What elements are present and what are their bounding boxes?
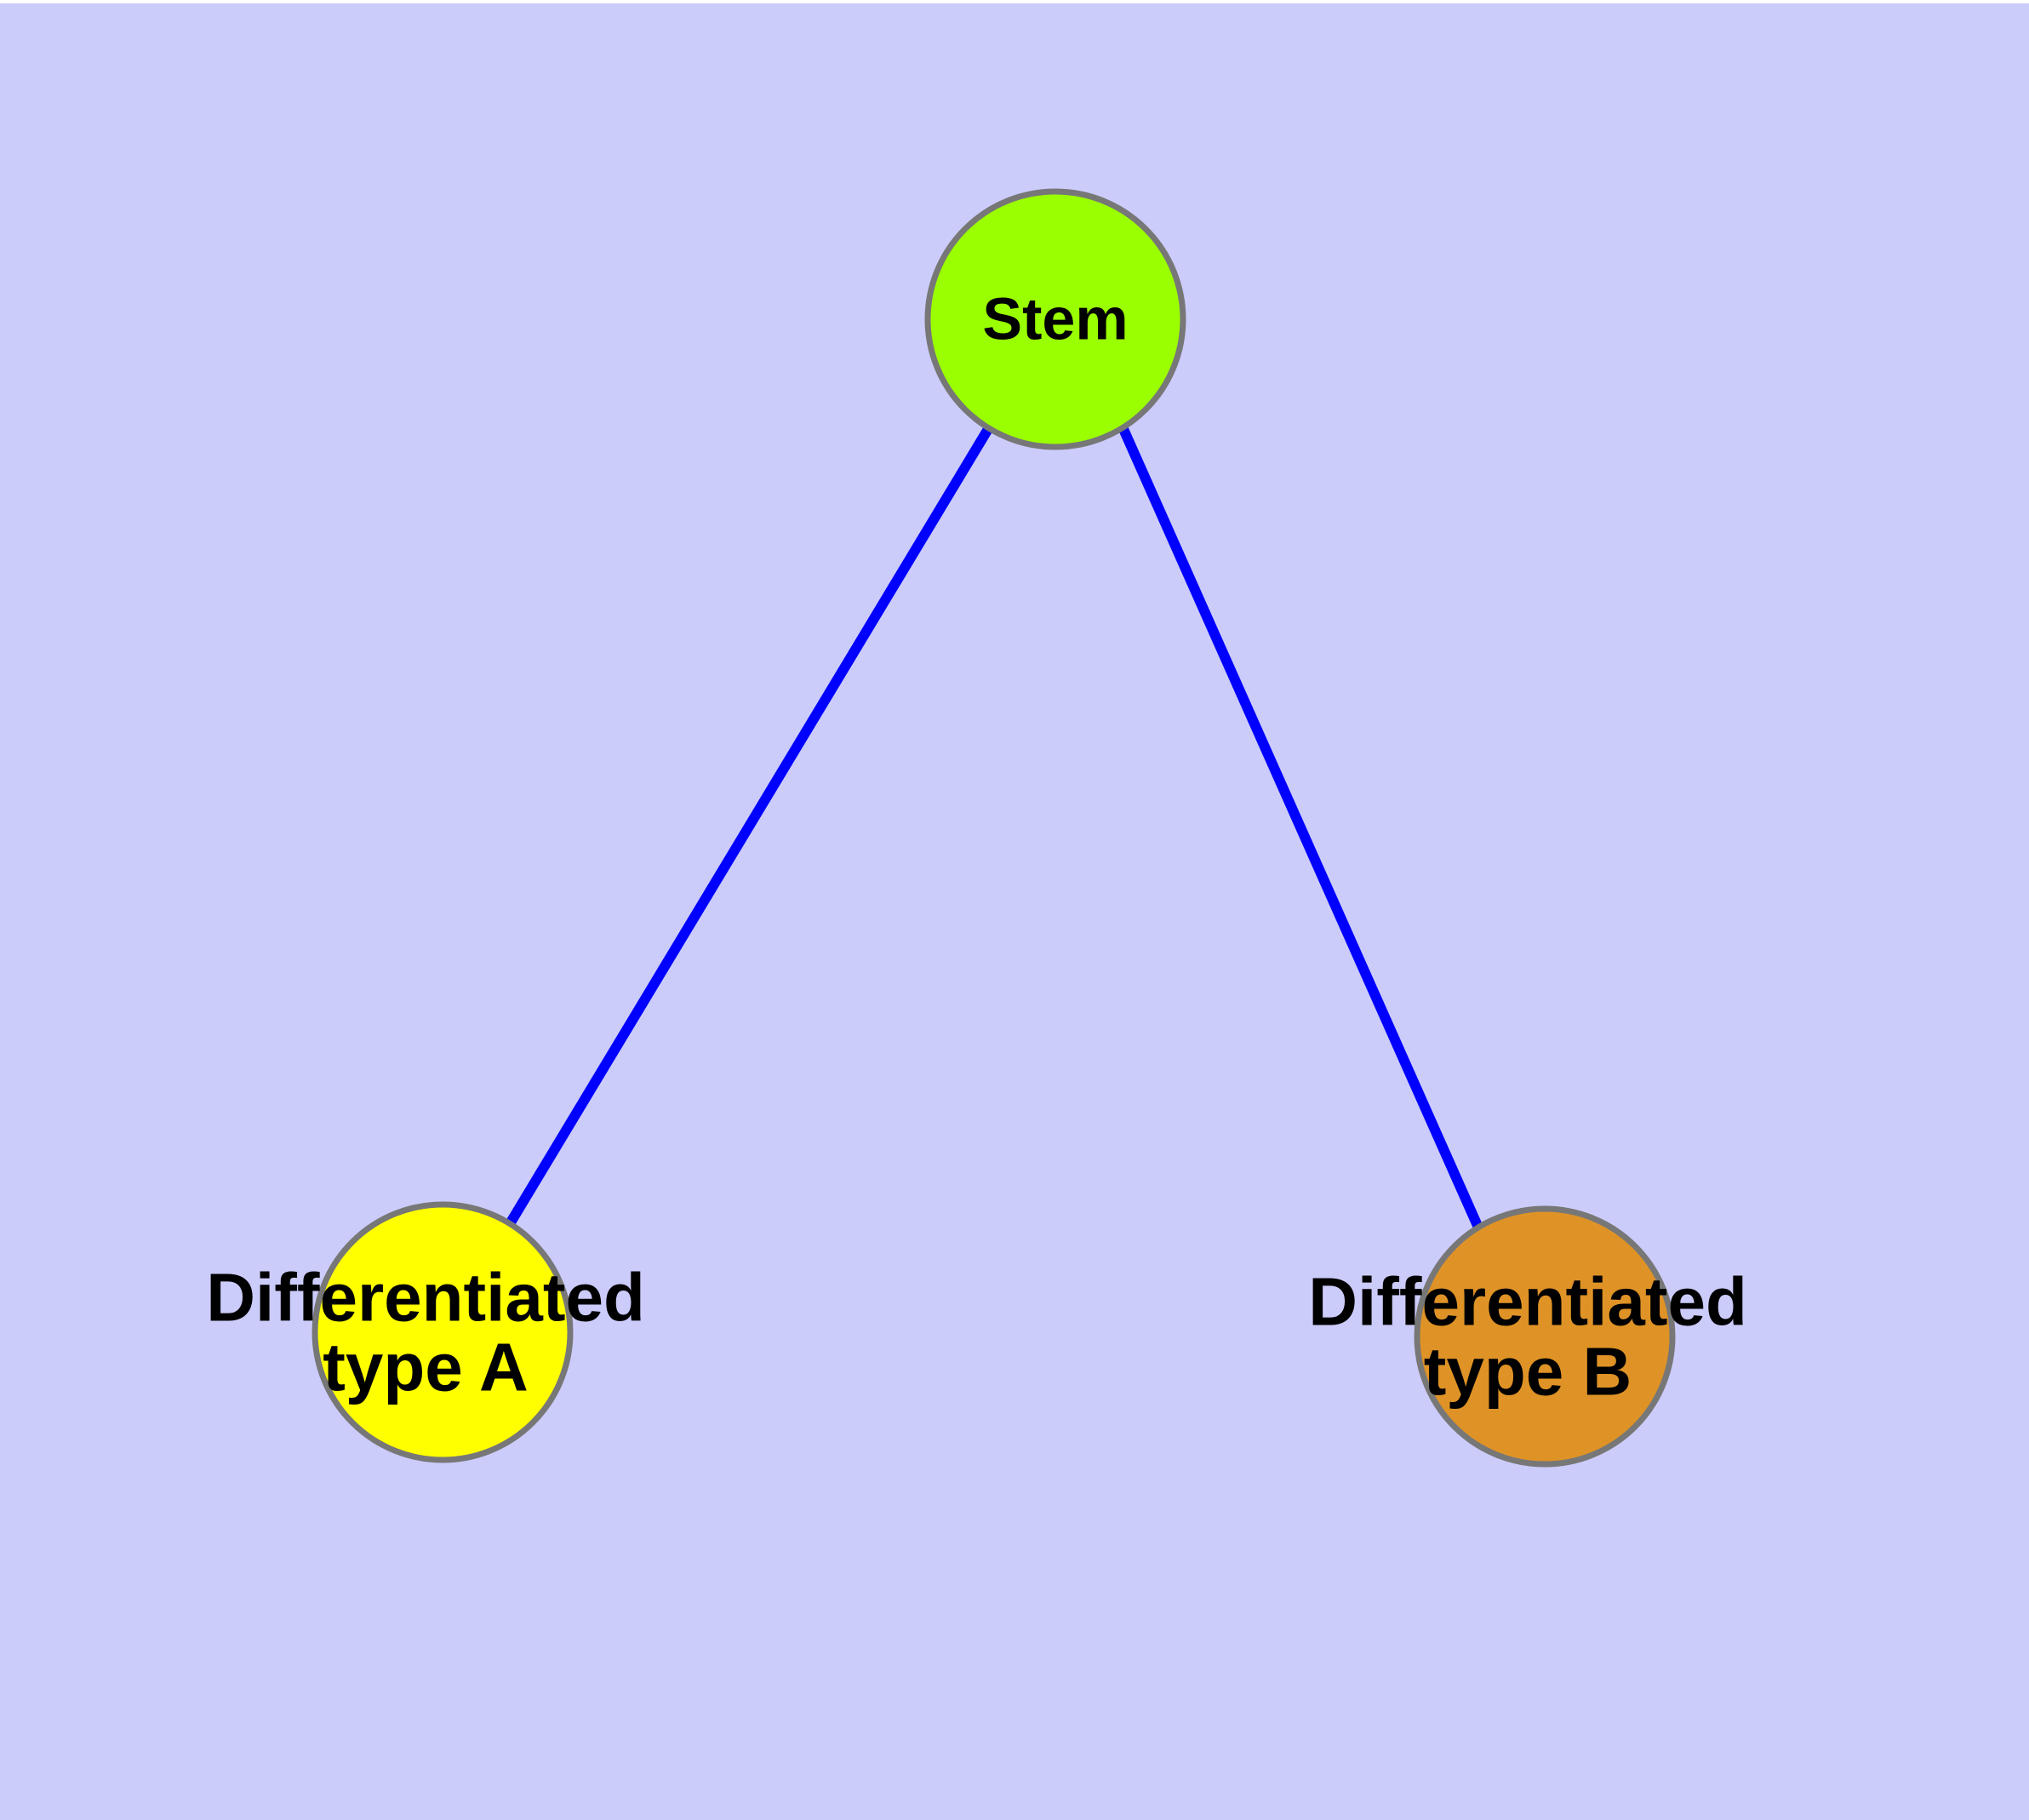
graph-node-diff_b[interactable]: [1414, 1205, 1676, 1468]
nodes-layer: [311, 188, 1676, 1468]
graph-edge-stem-diff_b: [1118, 426, 1483, 1230]
edges-layer: [506, 426, 1483, 1230]
graph-node-diff_a[interactable]: [311, 1201, 574, 1463]
graph-edge-stem-diff_a: [506, 426, 993, 1226]
graph-node-stem[interactable]: [924, 188, 1186, 450]
